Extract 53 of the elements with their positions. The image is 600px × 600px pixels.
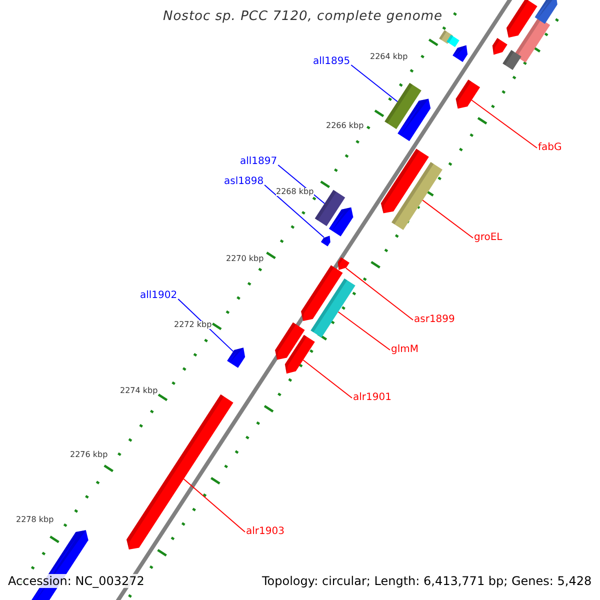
gene-feature bbox=[492, 38, 508, 55]
scale-label: 2274 kbp bbox=[120, 387, 158, 395]
scale-label: 2278 kbp bbox=[16, 516, 54, 524]
gene-label: all1902 bbox=[140, 291, 178, 301]
gene-feature bbox=[446, 34, 460, 48]
gene-feature bbox=[338, 257, 350, 270]
gene-feature bbox=[384, 82, 422, 130]
gene-feature bbox=[227, 348, 246, 368]
gene-label: groEL bbox=[474, 233, 502, 243]
gene-feature bbox=[275, 322, 305, 360]
leader-line bbox=[422, 200, 474, 238]
gene-label: fabG bbox=[538, 143, 562, 153]
gene-feature bbox=[380, 148, 429, 214]
gene-feature bbox=[502, 50, 522, 70]
gene-label: alr1903 bbox=[246, 527, 284, 537]
genome-info-text: Topology: circular; Length: 6,413,771 bp; Genes: 5,428 bbox=[262, 575, 592, 587]
scale-label: 2272 kbp bbox=[174, 321, 212, 329]
gene-feature bbox=[514, 17, 550, 63]
gene-feature bbox=[320, 236, 330, 246]
scale-label: 2268 kbp bbox=[276, 188, 314, 196]
scale-label: 2270 kbp bbox=[226, 255, 264, 263]
gene-feature bbox=[452, 45, 468, 62]
gene-feature bbox=[392, 162, 442, 230]
gene-feature bbox=[310, 278, 356, 338]
diagram-title: Nostoc sp. PCC 7120, complete genome bbox=[163, 10, 443, 23]
leader-line bbox=[338, 311, 390, 350]
accession-text: Accession: NC_003272 bbox=[6, 574, 146, 588]
leader-line bbox=[302, 360, 352, 398]
gene-label: all1897 bbox=[240, 157, 278, 167]
leader-line bbox=[350, 64, 398, 102]
gene-feature bbox=[456, 80, 480, 109]
gene-label: glmM bbox=[391, 345, 418, 355]
gene-label: alr1901 bbox=[353, 393, 392, 403]
scale-label: 2276 kbp bbox=[70, 451, 108, 459]
gene-feature bbox=[284, 334, 315, 374]
scale-label: 2266 kbp bbox=[326, 122, 364, 130]
gene-feature bbox=[534, 0, 558, 24]
gene-feature bbox=[398, 98, 431, 142]
leader-line bbox=[471, 100, 538, 148]
gene-label: all1895 bbox=[313, 57, 350, 67]
leader-line bbox=[183, 478, 246, 532]
leader-line bbox=[178, 298, 234, 352]
gene-feature bbox=[126, 394, 234, 550]
gene-feature bbox=[314, 190, 346, 226]
gene-label: asr1899 bbox=[414, 315, 455, 325]
leader-line bbox=[278, 164, 326, 204]
gene-feature bbox=[328, 207, 354, 236]
leader-line bbox=[264, 184, 324, 238]
gene-feature bbox=[301, 265, 343, 321]
gene-feature bbox=[506, 0, 538, 38]
leader-line bbox=[345, 268, 414, 320]
scale-label: 2264 kbp bbox=[370, 53, 408, 61]
gene-label: asl1898 bbox=[224, 177, 264, 187]
